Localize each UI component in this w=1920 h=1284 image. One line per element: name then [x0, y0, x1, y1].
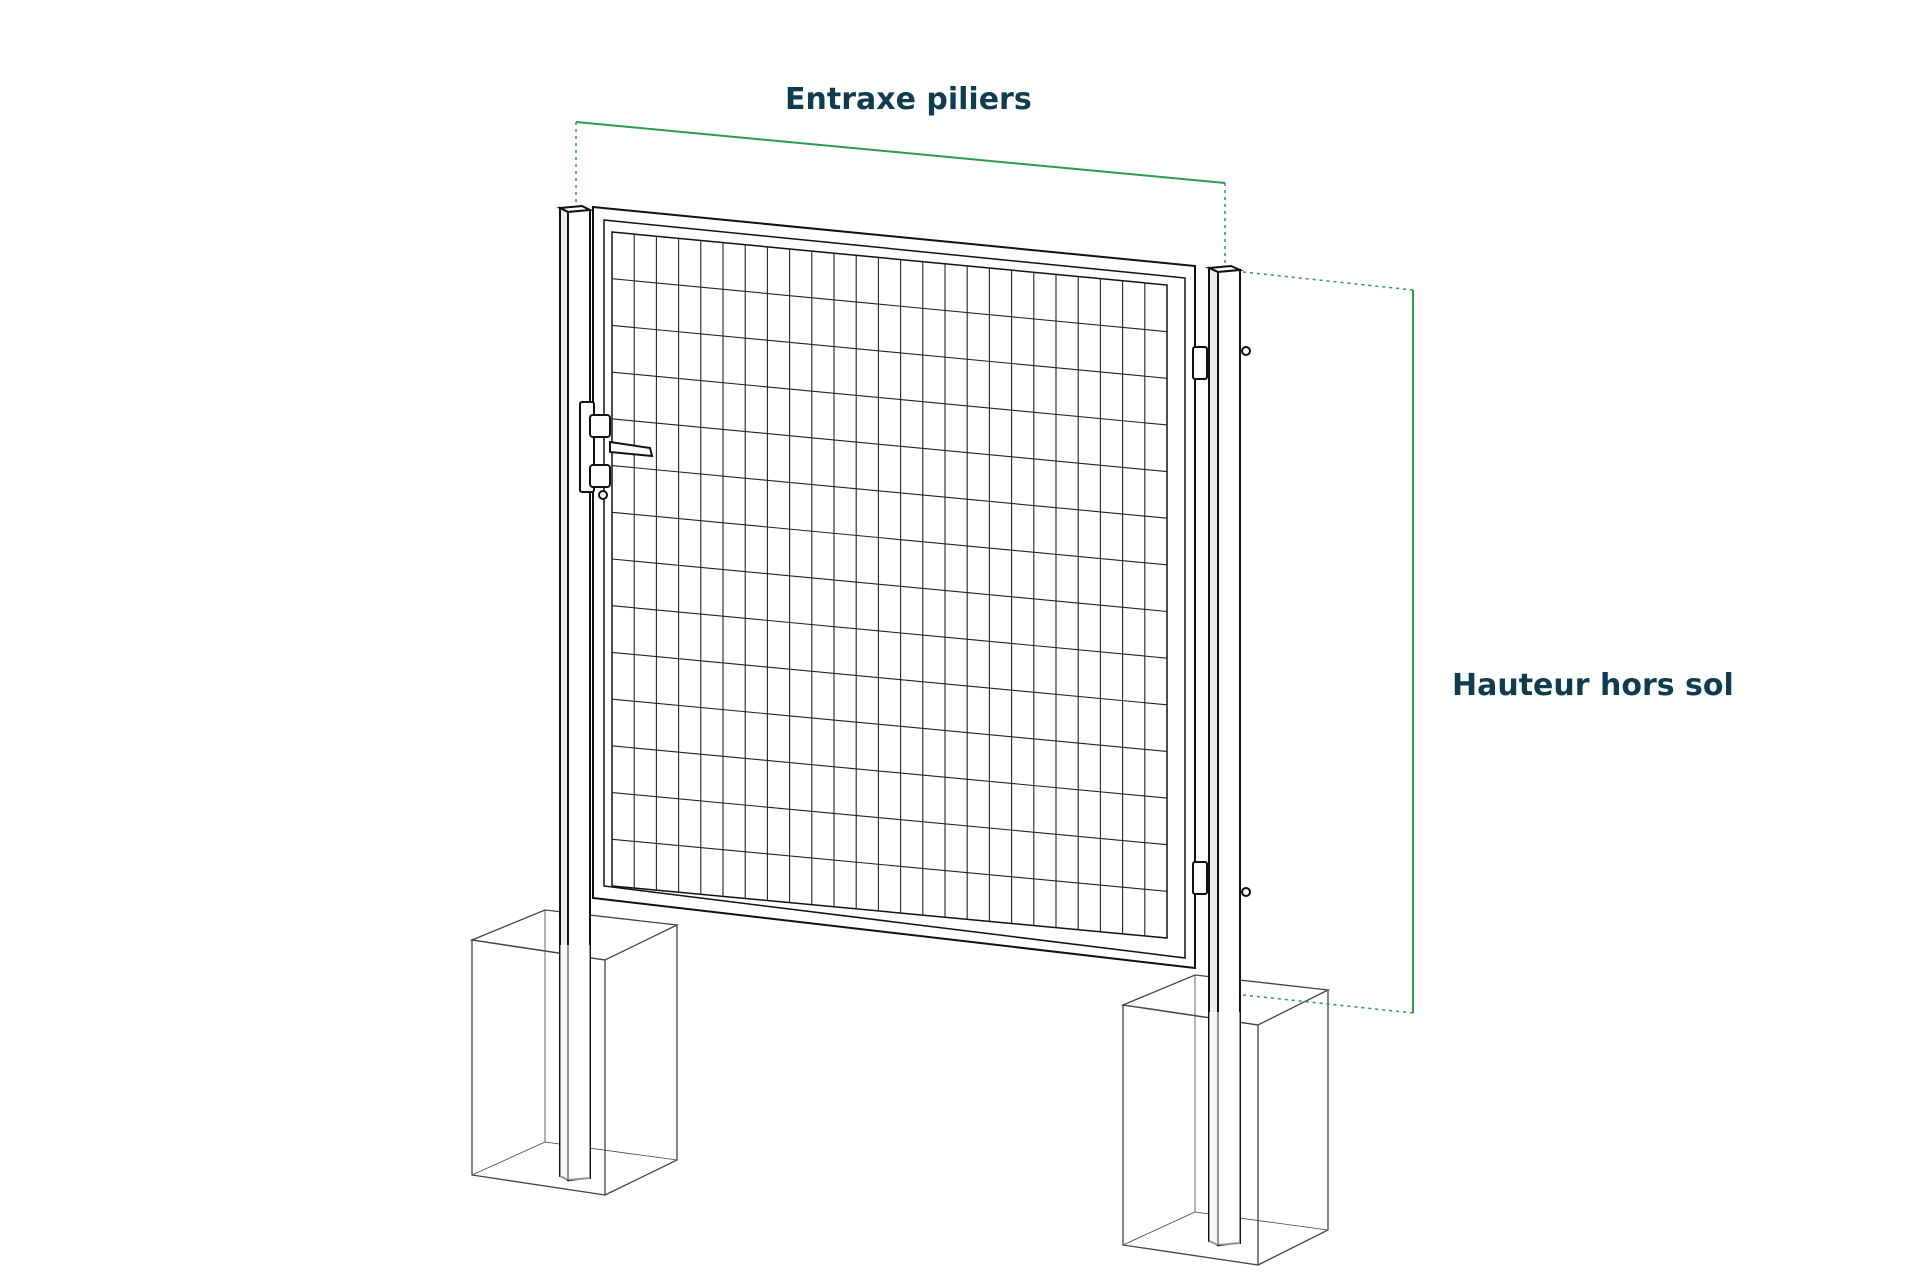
mesh-horizontal-wire: [611, 605, 1168, 659]
top-hinge: [1192, 346, 1251, 380]
right-post-buried: [1209, 1012, 1240, 1245]
mesh-horizontal-wire: [611, 698, 1168, 752]
mesh-horizontal-wire: [611, 324, 1168, 379]
height-dimension-label: Hauteur hors sol: [1452, 668, 1734, 703]
mesh-horizontal-wire: [611, 838, 1168, 892]
bottom-hinge: [1192, 861, 1251, 897]
mesh-horizontal-wire: [611, 278, 1168, 333]
mesh-horizontal-wire: [611, 792, 1168, 846]
mesh-horizontal-wire: [611, 745, 1168, 799]
mesh-horizontal-wire: [611, 651, 1168, 706]
mesh-horizontal-wire: [611, 465, 1168, 519]
mesh-horizontal-wire: [611, 558, 1168, 613]
right-post: [1205, 264, 1244, 1247]
gate-handle: [579, 401, 654, 500]
width-dimension-label: Entraxe piliers: [785, 82, 1032, 117]
mesh-horizontal-wire: [611, 418, 1168, 473]
mesh-horizontal-wire: [611, 371, 1168, 426]
mesh-horizontal-wire: [611, 511, 1168, 566]
mesh-panel: [611, 234, 1168, 936]
height-dimension: [1242, 271, 1414, 1014]
left-post-buried: [560, 945, 590, 1180]
width-dimension: [575, 121, 1226, 265]
gate-frame: [592, 205, 1196, 970]
